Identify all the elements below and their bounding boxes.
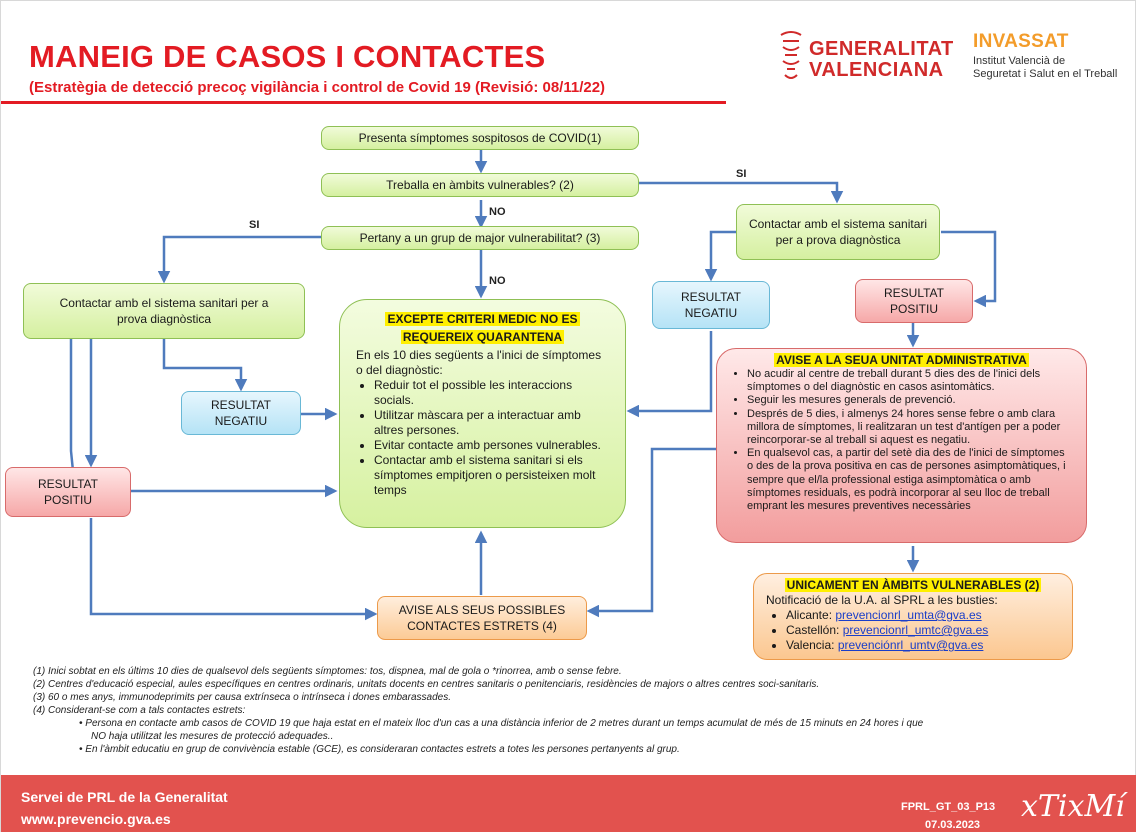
footer-date: 07.03.2023 [925,819,981,831]
result-negative-left-line1: RESULTAT [210,398,271,412]
result-positive-left-line1: RESULTAT [37,477,98,491]
list-item: Evitar contacte amb persones vulnerables… [374,438,609,453]
footnotes: (1) Inici sobtat en els últims 10 dies d… [33,665,1113,756]
result-negative-right-line2: NEGATIU [684,306,738,320]
email-link[interactable]: prevenciónrl_umtv@gva.es [837,638,984,652]
invassat-logo: INVASSAT Institut Valencià de Seguretat … [973,31,1117,81]
arrow-right-pos [941,230,997,308]
title-underline [1,101,726,104]
page-subtitle: (Estratègia de detecció precoç vigilànci… [29,79,606,96]
vulnerable-areas-heading-text: UNICAMENT EN ÀMBITS VULNERABLES (2) [784,578,1042,592]
arrow-avise-contacts [586,447,716,618]
label-no-1: NO [489,206,506,218]
result-negative-left-line2: NEGATIU [214,414,268,428]
vulnerable-areas-intro: Notificació de la U.A. al SPRL a les bus… [766,593,998,607]
list-item: Després de 5 dies, i almenys 24 hores se… [747,408,1072,448]
question-symptoms-text: Presenta símptomes sospitosos de COVID(1… [358,131,602,145]
result-positive-right: RESULTAT POSITIU [855,279,973,323]
arrow-q2-right [639,181,844,204]
quarantine-heading-line1: EXCEPTE CRITERI MEDIC NO ES [385,312,580,326]
generalitat-emblem-icon [780,31,802,79]
footnote-4: (4) Considerant-se com a tals contactes … [33,705,246,716]
list-item: Utilitzar màscara per a interactuar amb … [374,408,609,438]
quarantine-heading: EXCEPTE CRITERI MEDIC NO ES REQUEREIX QU… [356,310,609,346]
footnote-2: (2) Centres d'educació especial, aules e… [33,679,820,690]
footnote-4b: • En l'àmbit educatiu en grup de convivè… [79,744,680,755]
footnote-4a-cont: NO haja utilitzat les mesures de protecc… [91,731,334,742]
quarantine-list: Reduir tot el possible les interaccions … [374,378,609,498]
notify-admin-unit: AVISE A LA SEUA UNITAT ADMINISTRATIVA No… [716,348,1087,543]
result-positive-right-line1: RESULTAT [883,286,944,300]
question-vulnerable-area: Treballa en àmbits vulnerables? (2) [321,173,639,197]
list-item: Contactar amb el sistema sanitari si els… [374,453,609,498]
list-item: En qualsevol cas, a partir del setè dia … [747,447,1072,513]
list-item: No acudir al centre de treball durant 5 … [747,368,1072,394]
list-item: Alicante: prevencionrl_umta@gva.es [786,608,1060,623]
email-link[interactable]: prevencionrl_umta@gva.es [835,608,982,622]
label-no-2: NO [489,275,506,287]
footer-bar: Servei de PRL de la Generalitat www.prev… [1,775,1136,832]
quarantine-heading-line2: REQUEREIX QUARANTENA [400,330,565,344]
mailbox-list: Alicante: prevencionrl_umta@gva.es Caste… [786,608,1060,653]
notify-close-contacts-line2: CONTACTES ESTRETS (4) [407,619,557,633]
question-vulnerable-area-text: Treballa en àmbits vulnerables? (2) [386,178,574,192]
question-vulnerable-group-text: Pertany a un grup de major vulnerabilita… [359,231,601,245]
invassat-line2: Seguretat i Salut en el Treball [973,68,1118,80]
list-item: Castellón: prevencionrl_umtc@gva.es [786,623,1060,638]
result-negative-right: RESULTAT NEGATIU [652,281,770,329]
vulnerable-areas-heading: UNICAMENT EN ÀMBITS VULNERABLES (2) [766,578,1060,593]
arrow-left-pos [69,339,75,472]
vulnerable-areas-notice: UNICAMENT EN ÀMBITS VULNERABLES (2) Noti… [753,573,1073,660]
notify-admin-unit-heading-text: AVISE A LA SEUA UNITAT ADMINISTRATIVA [774,353,1029,367]
contact-health-system-right-text: Contactar amb el sistema sanitari per a … [748,217,928,247]
generalitat-logo-text: GENERALITAT VALENCIANA [809,39,954,81]
arrow-left-neg [162,339,248,392]
list-item: Reduir tot el possible les interaccions … [374,378,609,408]
arrow-negright-center [626,331,713,418]
arrow-right-neg [704,230,736,282]
result-positive-right-line2: POSITIU [889,302,938,316]
footnote-1: (1) Inici sobtat en els últims 10 dies d… [33,666,622,677]
arrow-posleft-contacts [89,518,378,621]
invassat-subtitle: Institut Valencià de Seguretat i Salut e… [973,55,1117,81]
footer-website-link[interactable]: www.prevencio.gva.es [21,811,171,827]
mailbox-city: Alicante: [786,608,836,622]
footnote-4a: • Persona en contacte amb casos de COVID… [79,718,924,729]
mailbox-city: Valencia: [786,638,838,652]
label-si-top: SI [736,168,747,180]
footer-service-name: Servei de PRL de la Generalitat [21,789,228,805]
result-positive-left-line2: POSITIU [43,493,92,507]
quarantine-intro: En els 10 dies següents a l'inici de sím… [356,348,602,377]
label-si-left: SI [249,219,260,231]
gv-line2: VALENCIANA [809,59,944,81]
notify-close-contacts-line1: AVISE ALS SEUS POSSIBLES [398,603,566,617]
contact-health-system-left: Contactar amb el sistema sanitari per a … [23,283,305,339]
footnote-3: (3) 60 o mes anys, immunodeprimits per c… [33,692,451,703]
page-title: MANEIG DE CASOS I CONTACTES [29,39,546,74]
quarantine-guidance: EXCEPTE CRITERI MEDIC NO ES REQUEREIX QU… [339,299,626,528]
notify-admin-unit-list: No acudir al centre de treball durant 5 … [747,368,1072,513]
result-negative-right-line1: RESULTAT [680,290,741,304]
mailbox-city: Castellón: [786,623,843,637]
notify-admin-unit-heading: AVISE A LA SEUA UNITAT ADMINISTRATIVA [731,353,1072,368]
arrow-q3-left [157,235,321,284]
result-negative-left: RESULTAT NEGATIU [181,391,301,435]
footer-document-code: FPRL_GT_03_P13 [901,801,996,813]
contact-health-system-right: Contactar amb el sistema sanitari per a … [736,204,940,260]
list-item: Seguir les mesures generals de prevenció… [747,394,1072,407]
gv-line1: GENERALITAT [809,38,954,60]
notify-close-contacts: AVISE ALS SEUS POSSIBLES CONTACTES ESTRE… [377,596,587,640]
question-symptoms: Presenta símptomes sospitosos de COVID(1… [321,126,639,150]
result-positive-left: RESULTAT POSITIU [5,467,131,517]
invassat-title: INVASSAT [973,31,1069,52]
invassat-line1: Institut Valencià de [973,55,1066,67]
contact-health-system-left-text: Contactar amb el sistema sanitari per a … [59,296,269,326]
xtixmi-logo: xTixMí [1021,789,1125,824]
question-vulnerable-group: Pertany a un grup de major vulnerabilita… [321,226,639,250]
list-item: Valencia: prevenciónrl_umtv@gva.es [786,638,1060,653]
email-link[interactable]: prevencionrl_umtc@gva.es [842,623,989,637]
